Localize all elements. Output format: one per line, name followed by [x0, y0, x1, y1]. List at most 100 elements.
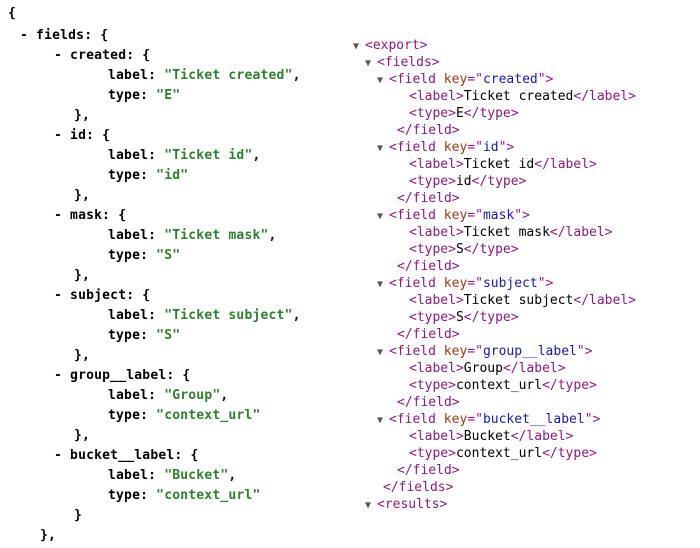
json-line: type: "S" [108, 246, 180, 266]
xml-text: Ticket created [463, 89, 574, 104]
collapse-toggle-icon[interactable]: ▼ [377, 75, 384, 86]
xml-tag: </label> [502, 361, 566, 376]
xml-tag: <fields> [377, 55, 440, 70]
xml-attr-name: key [443, 140, 468, 155]
json-token: type: [108, 488, 157, 503]
xml-tag: <type> [409, 310, 456, 325]
xml-tag: </type> [463, 242, 519, 257]
json-line: { [8, 4, 16, 24]
json-token: }, [74, 268, 91, 283]
json-token: { [8, 6, 17, 21]
xml-attr-value: subject [482, 276, 538, 291]
xml-tag: <export> [365, 38, 428, 53]
xml-field-type: <type>S</type> [409, 309, 519, 326]
json-comma: , [228, 468, 237, 483]
xml-field-type: <type>S</type> [409, 241, 519, 258]
json-line: }, [74, 346, 90, 366]
xml-field-open[interactable]: ▼<field key="bucket__label"> [377, 411, 600, 428]
xml-attr-name: key [443, 208, 468, 223]
xml-field-close: </field> [397, 326, 460, 343]
json-token: label: [108, 68, 165, 83]
xml-text: context_url [455, 378, 543, 393]
xml-tag: "> [537, 276, 554, 291]
xml-tag: </label> [573, 89, 636, 104]
json-token: - group__label: { [54, 368, 191, 383]
xml-tag: =" [467, 276, 483, 291]
json-token: } [74, 508, 83, 523]
collapse-toggle-icon[interactable]: ▼ [353, 41, 360, 52]
json-comma: , [220, 388, 229, 403]
xml-tag: <type> [409, 446, 456, 461]
xml-attr-value: mask [482, 208, 515, 223]
json-token: label: [108, 468, 165, 483]
json-line: label: "Ticket created", [108, 66, 301, 86]
json-view: {- fields: {- created: {label: "Ticket c… [8, 0, 348, 548]
json-token: - subject: { [54, 288, 151, 303]
json-token: - mask: { [54, 208, 127, 223]
collapse-toggle-icon[interactable]: ▼ [365, 500, 372, 511]
json-line: label: "Ticket mask", [108, 226, 277, 246]
xml-field-open[interactable]: ▼<field key="id"> [377, 139, 514, 156]
xml-tag: <label> [409, 89, 464, 104]
xml-tag: </label> [510, 429, 574, 444]
json-token: - fields: { [20, 28, 109, 43]
json-string-value: "S" [156, 328, 181, 343]
collapse-toggle-icon[interactable]: ▼ [377, 143, 384, 154]
xml-tag: <type> [409, 242, 456, 257]
json-token: label: [108, 228, 165, 243]
json-token: type: [108, 248, 157, 263]
xml-text: S [455, 242, 464, 257]
json-token: - id: { [54, 128, 111, 143]
xml-text: context_url [455, 446, 543, 461]
xml-field-open[interactable]: ▼<field key="subject"> [377, 275, 553, 292]
collapse-toggle-icon[interactable]: ▼ [377, 347, 384, 358]
json-token: }, [74, 108, 91, 123]
xml-fields-open[interactable]: ▼ <fields> [365, 54, 440, 71]
json-line: - mask: { [54, 206, 126, 226]
json-comma: , [268, 228, 277, 243]
xml-text: S [455, 310, 464, 325]
xml-export-open[interactable]: ▼ <export> [353, 37, 428, 54]
xml-tag: =" [467, 412, 483, 427]
json-token: }, [40, 528, 57, 543]
xml-results-open[interactable]: ▼<results> [365, 496, 447, 513]
xml-tag: =" [467, 208, 483, 223]
xml-field-close: </field> [397, 190, 460, 207]
xml-attr-value: bucket__label [482, 412, 585, 427]
xml-tag: "> [537, 72, 554, 87]
json-line: label: "Ticket id", [108, 146, 261, 166]
collapse-toggle-icon[interactable]: ▼ [377, 211, 384, 222]
json-string-value: "Ticket subject" [164, 308, 293, 323]
json-line: type: "context_url" [108, 406, 261, 426]
xml-tag: </type> [463, 106, 519, 121]
xml-tag: <field [389, 208, 444, 223]
xml-tag: "> [514, 208, 530, 223]
json-string-value: "context_url" [156, 488, 261, 503]
xml-text: Group [463, 361, 503, 376]
json-line: type: "S" [108, 326, 180, 346]
xml-field-type: <type>context_url</type> [409, 377, 597, 394]
xml-field-type: <type>E</type> [409, 105, 519, 122]
xml-attr-value: id [482, 140, 499, 155]
collapse-toggle-icon[interactable]: ▼ [365, 58, 372, 69]
xml-field-close: </field> [397, 122, 460, 139]
xml-field-open[interactable]: ▼<field key="created"> [377, 71, 553, 88]
collapse-toggle-icon[interactable]: ▼ [377, 279, 384, 290]
xml-field-close: </field> [397, 394, 460, 411]
json-line: }, [74, 266, 90, 286]
xml-text: Ticket id [463, 157, 535, 172]
json-comma: , [292, 68, 301, 83]
xml-view: ▼ <export> ▼ <fields>▼<field key="created">… [353, 0, 700, 548]
json-token: }, [74, 348, 91, 363]
collapse-toggle-icon[interactable]: ▼ [377, 415, 384, 426]
xml-field-open[interactable]: ▼ <field key="mask"> [377, 207, 530, 224]
json-string-value: "Group" [164, 388, 221, 403]
json-token: }, [74, 188, 91, 203]
xml-tag: "> [576, 344, 593, 359]
xml-tag: <label> [409, 157, 464, 172]
json-string-value: "Ticket id" [164, 148, 253, 163]
json-line: label: "Ticket subject", [108, 306, 301, 326]
xml-tag: </field> [397, 123, 460, 138]
json-token: type: [108, 88, 157, 103]
xml-field-open[interactable]: ▼<field key="group__label"> [377, 343, 593, 360]
